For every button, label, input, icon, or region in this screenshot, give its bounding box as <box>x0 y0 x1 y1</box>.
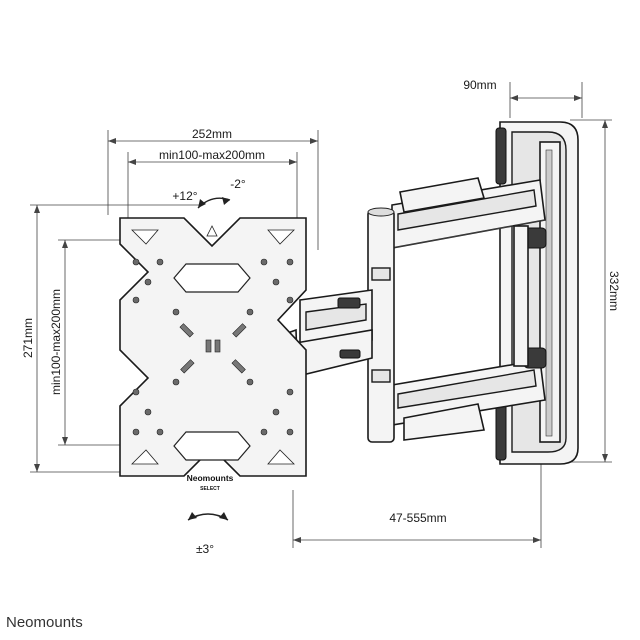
dim-plate-height: 271mm <box>21 204 200 473</box>
level-indicator: ±3° <box>187 512 229 556</box>
tilt-down-label: -2° <box>230 177 246 191</box>
dim-extension: 47-555mm <box>292 460 542 548</box>
upper-arm <box>391 177 546 249</box>
plate-height-label: 271mm <box>21 318 35 358</box>
lower-arm <box>391 227 547 441</box>
dim-vesa-horizontal: min100-max200mm <box>127 148 298 225</box>
extension-label: 47-555mm <box>389 511 446 525</box>
vesa-plate <box>119 217 307 477</box>
plate-width-label: 252mm <box>192 127 232 141</box>
arm-link <box>513 225 529 367</box>
logo: Neomounts SELECT <box>187 473 234 492</box>
logo-text: Neomounts <box>187 473 234 483</box>
wall-plate <box>495 121 579 465</box>
logo-sub-text: SELECT <box>200 486 220 492</box>
vesa-vertical-label: min100-max200mm <box>49 289 63 395</box>
wall-plate-width-label: 90mm <box>463 78 496 92</box>
plate-holes <box>132 258 294 436</box>
tilt-indicator: +12° -2° <box>172 177 246 209</box>
wall-plate-height-label: 332mm <box>607 271 621 311</box>
dim-wall-plate-height: 332mm <box>570 119 621 463</box>
dim-plate-width: 252mm <box>107 127 319 250</box>
tilt-up-label: +12° <box>172 189 197 203</box>
footer-brand: Neomounts <box>6 614 83 631</box>
dim-wall-plate-width: 90mm <box>463 78 583 118</box>
vesa-horizontal-label: min100-max200mm <box>159 148 265 162</box>
level-label: ±3° <box>196 542 214 556</box>
